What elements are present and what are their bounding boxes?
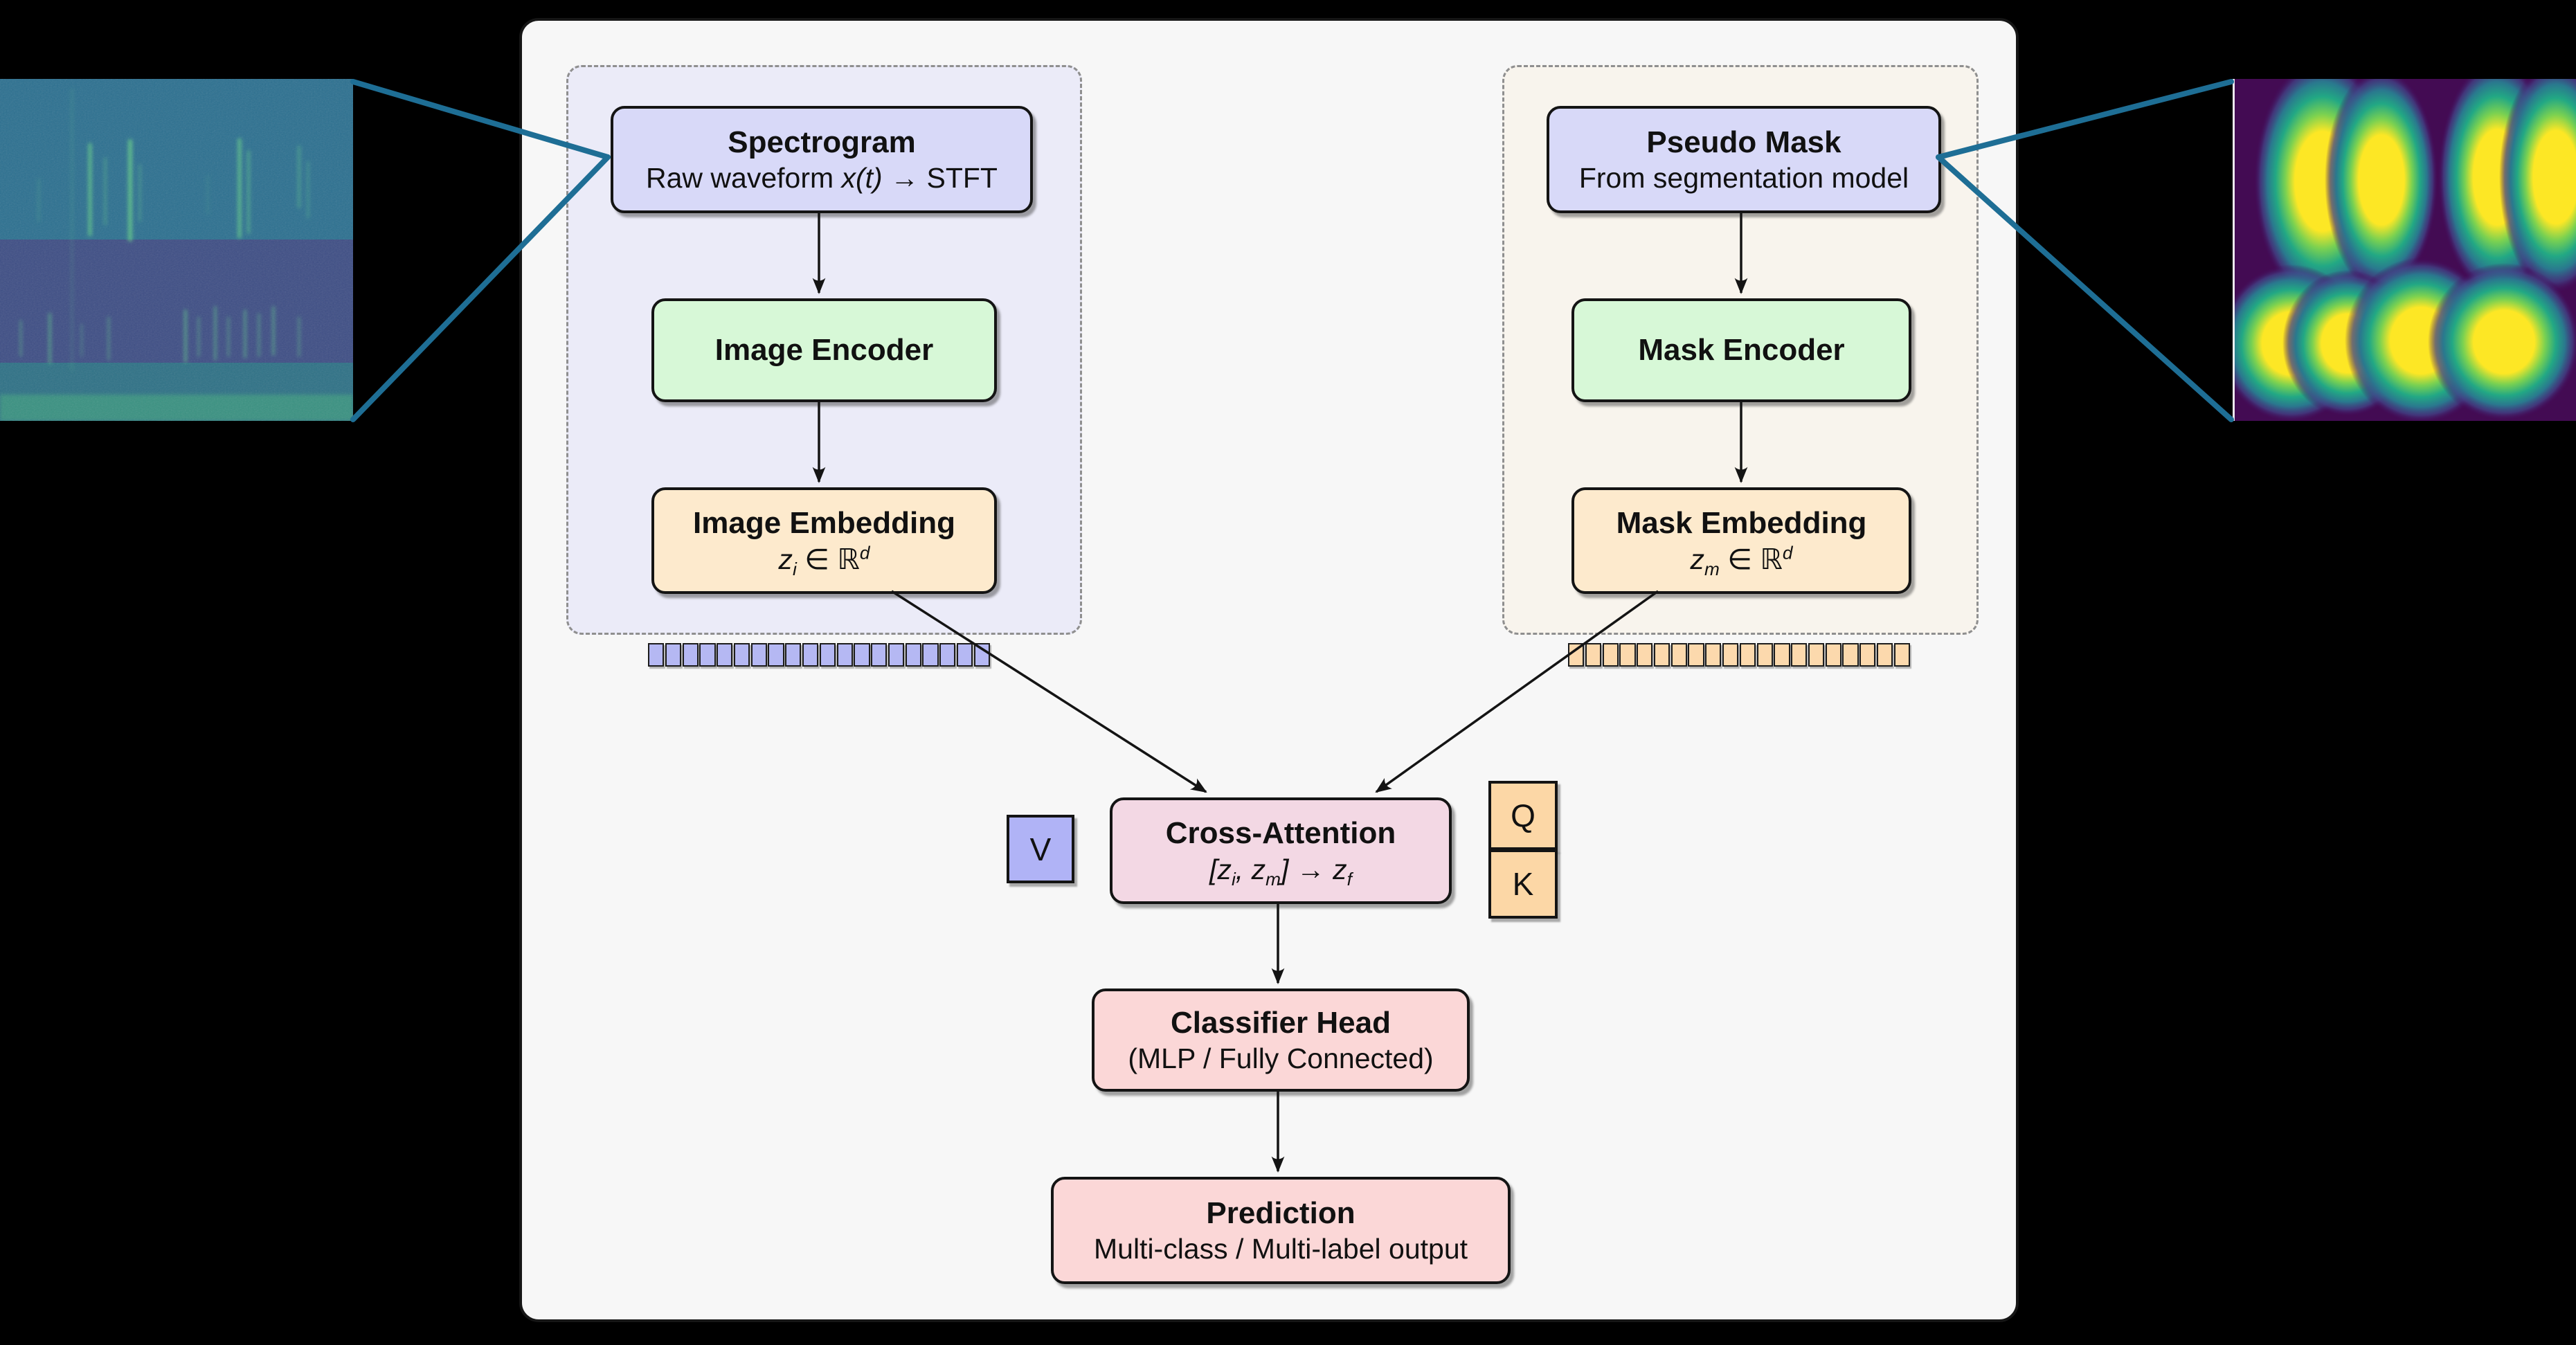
pseudo-mask-box: Pseudo Mask From segmentation model	[1547, 106, 1941, 213]
query-chip-label: Q	[1511, 797, 1535, 833]
image-token-cell	[665, 643, 682, 667]
mask-token-cell	[1722, 643, 1739, 667]
pseudo-mask-image	[2233, 79, 2576, 421]
image-token-cell	[750, 643, 767, 667]
mask-encoder-box: Mask Encoder	[1571, 298, 1911, 402]
image-token-cell	[819, 643, 836, 667]
mask-token-cell	[1825, 643, 1841, 667]
mask-token-cell	[1637, 643, 1653, 667]
classifier-head-title: Classifier Head	[1171, 1005, 1391, 1040]
mask-embedding-formula: zm ∈ ℝd	[1690, 542, 1793, 580]
mask-token-cell	[1670, 643, 1687, 667]
image-token-cell	[733, 643, 750, 667]
mask-encoder-title: Mask Encoder	[1638, 333, 1845, 368]
cross-attention-title: Cross-Attention	[1165, 816, 1396, 851]
subscript-f: f	[1346, 869, 1352, 890]
key-chip: K	[1488, 849, 1558, 919]
mask-token-cell	[1842, 643, 1859, 667]
mask-token-cell	[1739, 643, 1756, 667]
mask-token-cell	[1619, 643, 1636, 667]
image-token-cell	[648, 643, 665, 667]
image-token-cell	[836, 643, 853, 667]
superscript-d: d	[859, 542, 870, 563]
image-token-cell	[682, 643, 699, 667]
spectrogram-subtitle: Raw waveform x(t) → STFT	[646, 162, 998, 195]
spectrogram-title: Spectrogram	[728, 125, 916, 159]
image-token-cell	[888, 643, 905, 667]
subscript-i: i	[793, 559, 797, 580]
cross-attention-formula: [zi, zm] → zf	[1209, 853, 1352, 890]
image-encoder-box: Image Encoder	[651, 298, 997, 402]
image-token-cell	[699, 643, 716, 667]
subscript-m: m	[1704, 559, 1720, 580]
mask-embedding-box: Mask Embedding zm ∈ ℝd	[1571, 487, 1911, 594]
mask-embedding-title: Mask Embedding	[1616, 506, 1867, 541]
mask-token-cell	[1756, 643, 1773, 667]
mask-token-cell	[1653, 643, 1670, 667]
image-token-cell	[956, 643, 973, 667]
image-embedding-title: Image Embedding	[693, 506, 955, 541]
mask-token-cell	[1808, 643, 1825, 667]
mask-token-cell	[1705, 643, 1722, 667]
mask-token-cell	[1774, 643, 1790, 667]
image-token-cell	[854, 643, 870, 667]
image-token-cell	[768, 643, 784, 667]
pseudo-mask-subtitle: From segmentation model	[1578, 162, 1909, 195]
spectrogram-box: Spectrogram Raw waveform x(t) → STFT	[611, 106, 1033, 213]
image-encoder-title: Image Encoder	[714, 333, 934, 368]
image-token-cell	[922, 643, 939, 667]
prediction-subtitle: Multi-class / Multi-label output	[1093, 1233, 1468, 1265]
mask-token-strip	[1568, 643, 1910, 667]
mask-token-cell	[1585, 643, 1602, 667]
pseudo-mask-title: Pseudo Mask	[1646, 125, 1841, 159]
mask-token-cell	[1893, 643, 1910, 667]
subscript-i: i	[1231, 869, 1236, 890]
mask-token-cell	[1568, 643, 1585, 667]
mask-token-cell	[1688, 643, 1704, 667]
prediction-title: Prediction	[1206, 1195, 1355, 1230]
cross-attention-box: Cross-Attention [zi, zm] → zf	[1110, 797, 1452, 904]
key-chip-label: K	[1512, 866, 1534, 902]
query-chip: Q	[1488, 781, 1558, 850]
classifier-head-box: Classifier Head (MLP / Fully Connected)	[1092, 989, 1470, 1092]
figure-panel: Spectrogram Raw waveform x(t) → STFT Ima…	[519, 18, 2019, 1322]
image-token-cell	[785, 643, 802, 667]
mask-token-cell	[1791, 643, 1808, 667]
image-embedding-formula: zi ∈ ℝd	[778, 542, 870, 580]
subscript-m: m	[1266, 869, 1281, 890]
value-chip: V	[1007, 815, 1074, 883]
image-token-cell	[973, 643, 990, 667]
mask-token-cell	[1602, 643, 1619, 667]
mask-token-cell	[1876, 643, 1893, 667]
spectrogram-image	[0, 79, 353, 421]
image-token-cell	[802, 643, 819, 667]
image-token-cell	[905, 643, 921, 667]
value-chip-label: V	[1029, 831, 1052, 867]
image-embedding-box: Image Embedding zi ∈ ℝd	[651, 487, 997, 594]
classifier-head-subtitle: (MLP / Fully Connected)	[1128, 1042, 1434, 1075]
image-token-strip	[648, 643, 990, 667]
superscript-d: d	[1782, 542, 1793, 563]
prediction-box: Prediction Multi-class / Multi-label out…	[1051, 1177, 1511, 1284]
image-token-cell	[939, 643, 956, 667]
image-token-cell	[717, 643, 733, 667]
mask-token-cell	[1859, 643, 1876, 667]
image-token-cell	[871, 643, 888, 667]
